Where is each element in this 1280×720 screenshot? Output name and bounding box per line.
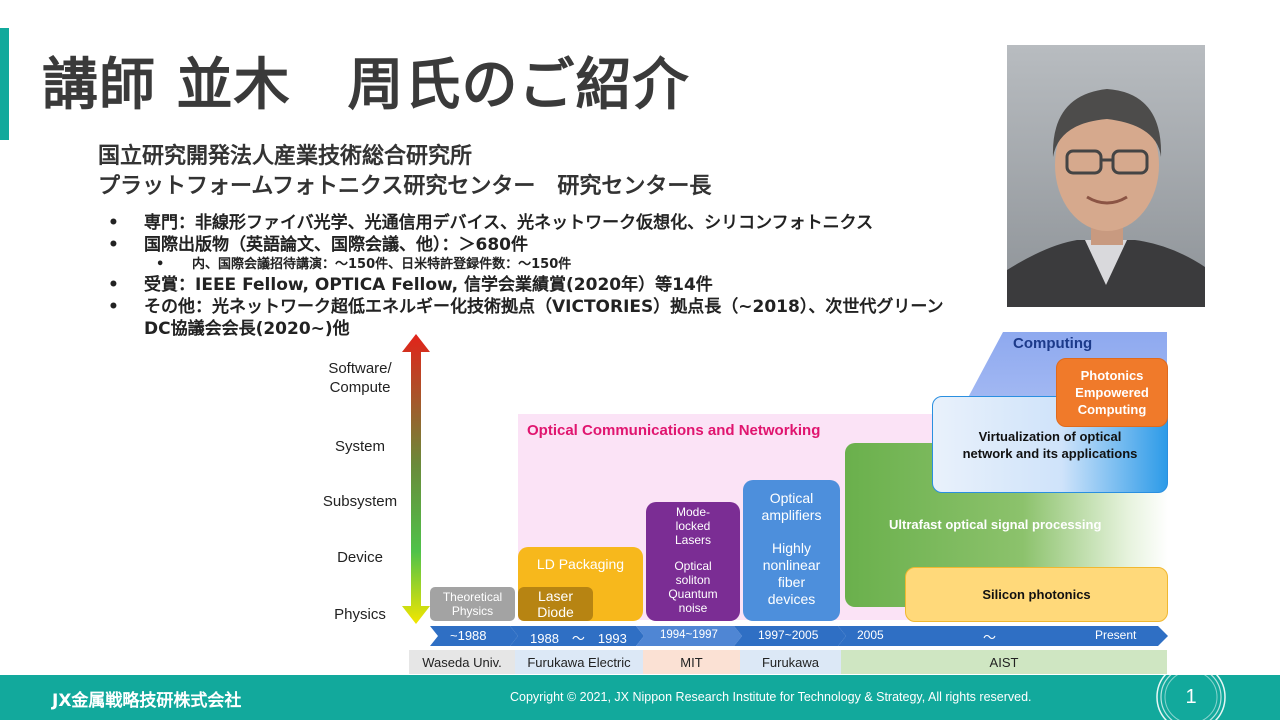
optical-comm-label: Optical Communications and Networking — [527, 422, 821, 439]
timeline-label: Present — [1095, 628, 1137, 642]
bullet-other-cont: DC協議会会長(2020~)他 — [144, 319, 350, 339]
page-number: 1 — [1185, 686, 1197, 708]
timeline-label: ～ — [983, 630, 997, 645]
timeline-label: ~1988 — [450, 628, 487, 643]
timeline-label: 1997~2005 — [758, 628, 819, 642]
footer-copyright: Copyright © 2021, JX Nippon Research Ins… — [510, 690, 1032, 704]
footer-bar — [0, 675, 1280, 720]
org-line-2: プラットフォームフォトニクス研究センター 研究センター長 — [98, 174, 712, 199]
timeline-label: 1994~1997 — [660, 629, 718, 641]
organization: 国立研究開発法人産業技術総合研究所 プラットフォームフォトニクス研究センター 研… — [98, 142, 711, 202]
theoretical-physics-box: Theoretical Physics — [430, 587, 515, 621]
footer-company: JX金属戦略技研株式会社 — [52, 691, 242, 711]
timeline-label: 2005 — [857, 628, 884, 642]
level-compute: Compute — [329, 379, 391, 396]
portrait-illustration — [1007, 45, 1205, 307]
scale-arrow — [402, 334, 430, 624]
mode-locked-box: Mode- locked Lasers Optical soliton Quan… — [646, 502, 740, 621]
institution-furukawa: Furukawa — [740, 650, 841, 674]
footer-ring-decoration — [1156, 675, 1226, 720]
level-subsystem: Subsystem — [322, 493, 398, 510]
org-line-1: 国立研究開発法人産業技術総合研究所 — [98, 144, 473, 169]
laser-diode-box: Laser Diode — [518, 587, 593, 621]
level-software: Software/ — [328, 360, 392, 377]
bullet-expertise: •専門：非線形ファイバ光学、光通信用デバイス、光ネットワーク仮想化、シリコンフォ… — [108, 213, 874, 233]
slide-title: 講師 並木 周氏のご紹介 — [42, 53, 690, 118]
timeline-bar — [430, 626, 1168, 646]
bullet-publications: •国際出版物（英語論文、国際会議、他）：＞680件 — [108, 235, 528, 255]
profile-bullets: •専門：非線形ファイバ光学、光通信用デバイス、光ネットワーク仮想化、シリコンフォ… — [108, 212, 988, 340]
institution-waseda: Waseda Univ. — [409, 650, 515, 674]
optical-amplifiers-box: Optical amplifiers Highly nonlinear fibe… — [743, 480, 840, 621]
computing-label: Computing — [1013, 335, 1093, 352]
level-device: Device — [337, 549, 383, 566]
bullet-awards: •受賞：IEEE Fellow, OPTICA Fellow, 信学会業績賞(2… — [108, 275, 713, 295]
level-system: System — [334, 438, 385, 455]
speaker-photo — [1007, 45, 1205, 307]
institution-furukawa-electric: Furukawa Electric — [515, 650, 643, 674]
bullet-other: •その他：光ネットワーク超低エネルギー化技術拠点（VICTORIES）拠点長（~… — [108, 297, 944, 317]
level-physics: Physics — [334, 606, 386, 623]
institution-mit: MIT — [643, 650, 740, 674]
silicon-photonics-box: Silicon photonics — [905, 567, 1168, 622]
institution-aist: AIST — [841, 650, 1167, 674]
accent-bar — [0, 28, 9, 140]
sub-bullet-talks: •内、国際会議招待講演：～150件、日米特許登録件数：～150件 — [156, 257, 572, 272]
timeline-label: 1988 ～ 1993 — [530, 631, 627, 646]
photonics-computing-box: Photonics Empowered Computing — [1056, 358, 1168, 427]
